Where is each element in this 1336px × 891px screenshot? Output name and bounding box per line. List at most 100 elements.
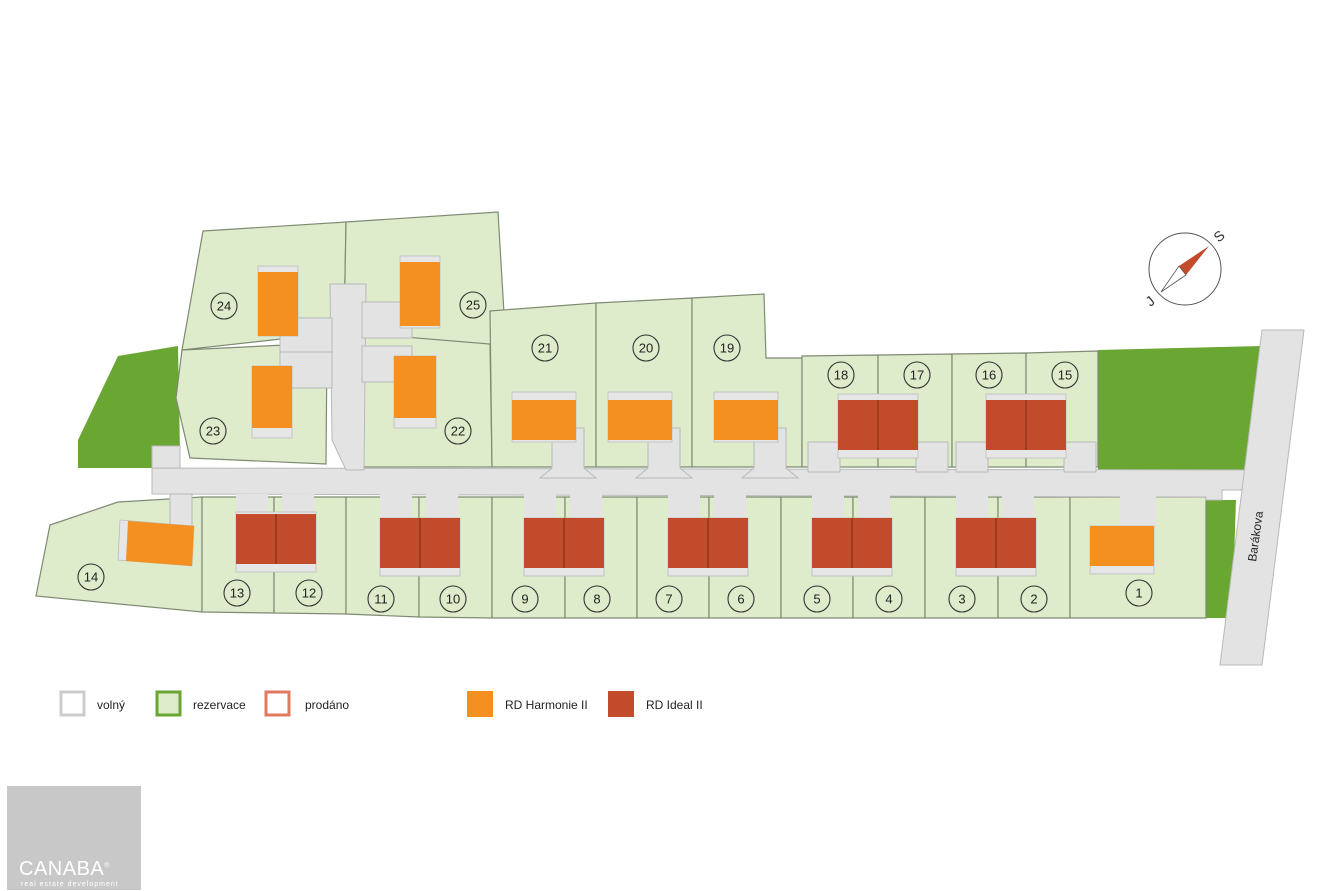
- driveway-9: [524, 494, 556, 518]
- house-harmonie-24[interactable]: [258, 272, 298, 336]
- svg-text:8: 8: [593, 592, 600, 607]
- house-harmonie-19[interactable]: [714, 400, 778, 440]
- lot-label-12[interactable]: 12: [295, 579, 323, 607]
- lot-label-2[interactable]: 2: [1020, 585, 1048, 613]
- house-harmonie-20[interactable]: [608, 400, 672, 440]
- lot-label-6[interactable]: 6: [727, 585, 755, 613]
- west-spur-road: [151, 445, 181, 469]
- svg-text:17: 17: [910, 368, 924, 383]
- driveway-11: [380, 494, 412, 518]
- compass-north-label: S: [1210, 227, 1227, 245]
- svg-text:rezervace: rezervace: [193, 698, 246, 712]
- svg-text:14: 14: [84, 570, 98, 585]
- svg-text:22: 22: [451, 424, 465, 439]
- driveway-12: [282, 494, 314, 514]
- svg-text:19: 19: [720, 341, 734, 356]
- legend-item-rd-ideal: RD Ideal II: [608, 691, 703, 717]
- house-harmonie-21[interactable]: [512, 400, 576, 440]
- logo-name: CANABA®: [19, 858, 110, 880]
- driveway-1: [1120, 494, 1156, 530]
- lot-label-7[interactable]: 7: [655, 585, 683, 613]
- compass-icon: S J: [1142, 227, 1228, 310]
- legend-item-volny: volný: [59, 690, 125, 717]
- driveway-16: [955, 441, 989, 473]
- house-harmonie-25[interactable]: [400, 262, 440, 326]
- svg-text:10: 10: [446, 592, 460, 607]
- legend: volný rezervace prodáno RD Harmonie II R…: [59, 690, 703, 717]
- driveway-3: [956, 494, 988, 518]
- driveway-15: [1063, 441, 1097, 473]
- svg-text:13: 13: [230, 586, 244, 601]
- north-cul-de-sac: [329, 283, 367, 471]
- svg-text:16: 16: [982, 368, 996, 383]
- lot-label-19[interactable]: 19: [713, 334, 741, 362]
- svg-text:18: 18: [834, 368, 848, 383]
- green-area-east: [1098, 346, 1262, 474]
- house-harmonie-23[interactable]: [252, 366, 292, 428]
- svg-text:23: 23: [206, 424, 220, 439]
- lot-label-10[interactable]: 10: [439, 585, 467, 613]
- svg-text:RD Harmonie II: RD Harmonie II: [505, 698, 588, 712]
- driveway-2: [1002, 494, 1034, 518]
- svg-text:prodáno: prodáno: [305, 698, 349, 712]
- driveway-13: [236, 494, 268, 514]
- road-network: [151, 283, 1305, 666]
- driveway-4: [858, 494, 890, 518]
- canaba-logo: CANABA® real estate development: [7, 786, 141, 890]
- driveway-18: [807, 441, 841, 473]
- svg-text:24: 24: [217, 299, 231, 314]
- lot-label-9[interactable]: 9: [511, 585, 539, 613]
- lot-label-13[interactable]: 13: [223, 579, 251, 607]
- driveway-17: [915, 441, 949, 473]
- green-area-southeast: [1206, 500, 1236, 618]
- svg-text:20: 20: [639, 341, 653, 356]
- logo-tagline: real estate development: [21, 881, 119, 888]
- house-harmonie-14[interactable]: [126, 521, 194, 566]
- lot-label-5[interactable]: 5: [803, 585, 831, 613]
- svg-text:15: 15: [1058, 368, 1072, 383]
- svg-text:2: 2: [1030, 592, 1037, 607]
- svg-text:21: 21: [538, 341, 552, 356]
- driveway-6: [714, 494, 746, 518]
- lot-label-18[interactable]: 18: [827, 361, 855, 389]
- svg-text:volný: volný: [97, 698, 125, 712]
- svg-text:3: 3: [958, 592, 965, 607]
- lot-label-4[interactable]: 4: [875, 585, 903, 613]
- svg-text:12: 12: [302, 586, 316, 601]
- lot-label-16[interactable]: 16: [975, 361, 1003, 389]
- lot-label-14[interactable]: 14: [77, 563, 105, 591]
- svg-text:6: 6: [737, 592, 744, 607]
- legend-item-prodano: prodáno: [264, 690, 349, 717]
- lot-label-23[interactable]: 23: [199, 417, 227, 445]
- svg-text:1: 1: [1135, 586, 1142, 601]
- svg-text:5: 5: [813, 592, 820, 607]
- lot-label-15[interactable]: 15: [1051, 361, 1079, 389]
- lot-label-22[interactable]: 22: [444, 417, 472, 445]
- houses: [117, 255, 1155, 577]
- green-area-west: [78, 346, 180, 468]
- lot-label-8[interactable]: 8: [583, 585, 611, 613]
- lot-label-11[interactable]: 11: [367, 585, 395, 613]
- svg-text:11: 11: [374, 592, 388, 607]
- lot-label-20[interactable]: 20: [632, 334, 660, 362]
- barakova-street: [1219, 329, 1305, 666]
- legend-item-rezervace: rezervace: [155, 690, 246, 717]
- house-harmonie-22[interactable]: [394, 356, 436, 418]
- lot-label-25[interactable]: 25: [459, 291, 487, 319]
- legend-item-rd-harmonie: RD Harmonie II: [467, 691, 588, 717]
- compass-south-label: J: [1142, 293, 1158, 310]
- lot-label-1[interactable]: 1: [1125, 579, 1153, 607]
- driveway-5: [812, 494, 844, 518]
- lot-label-3[interactable]: 3: [948, 585, 976, 613]
- driveway-7: [668, 494, 700, 518]
- svg-text:25: 25: [466, 298, 480, 313]
- lot-number-labels: 1 2 3 4 5 6 7 8 9 10 11 12 13 14 15 16 1…: [77, 291, 1153, 613]
- svg-text:4: 4: [885, 592, 892, 607]
- lot-label-24[interactable]: 24: [210, 292, 238, 320]
- svg-text:7: 7: [665, 592, 672, 607]
- house-harmonie-1[interactable]: [1090, 526, 1154, 566]
- lot-label-21[interactable]: 21: [531, 334, 559, 362]
- svg-text:9: 9: [521, 592, 528, 607]
- lot-label-17[interactable]: 17: [903, 361, 931, 389]
